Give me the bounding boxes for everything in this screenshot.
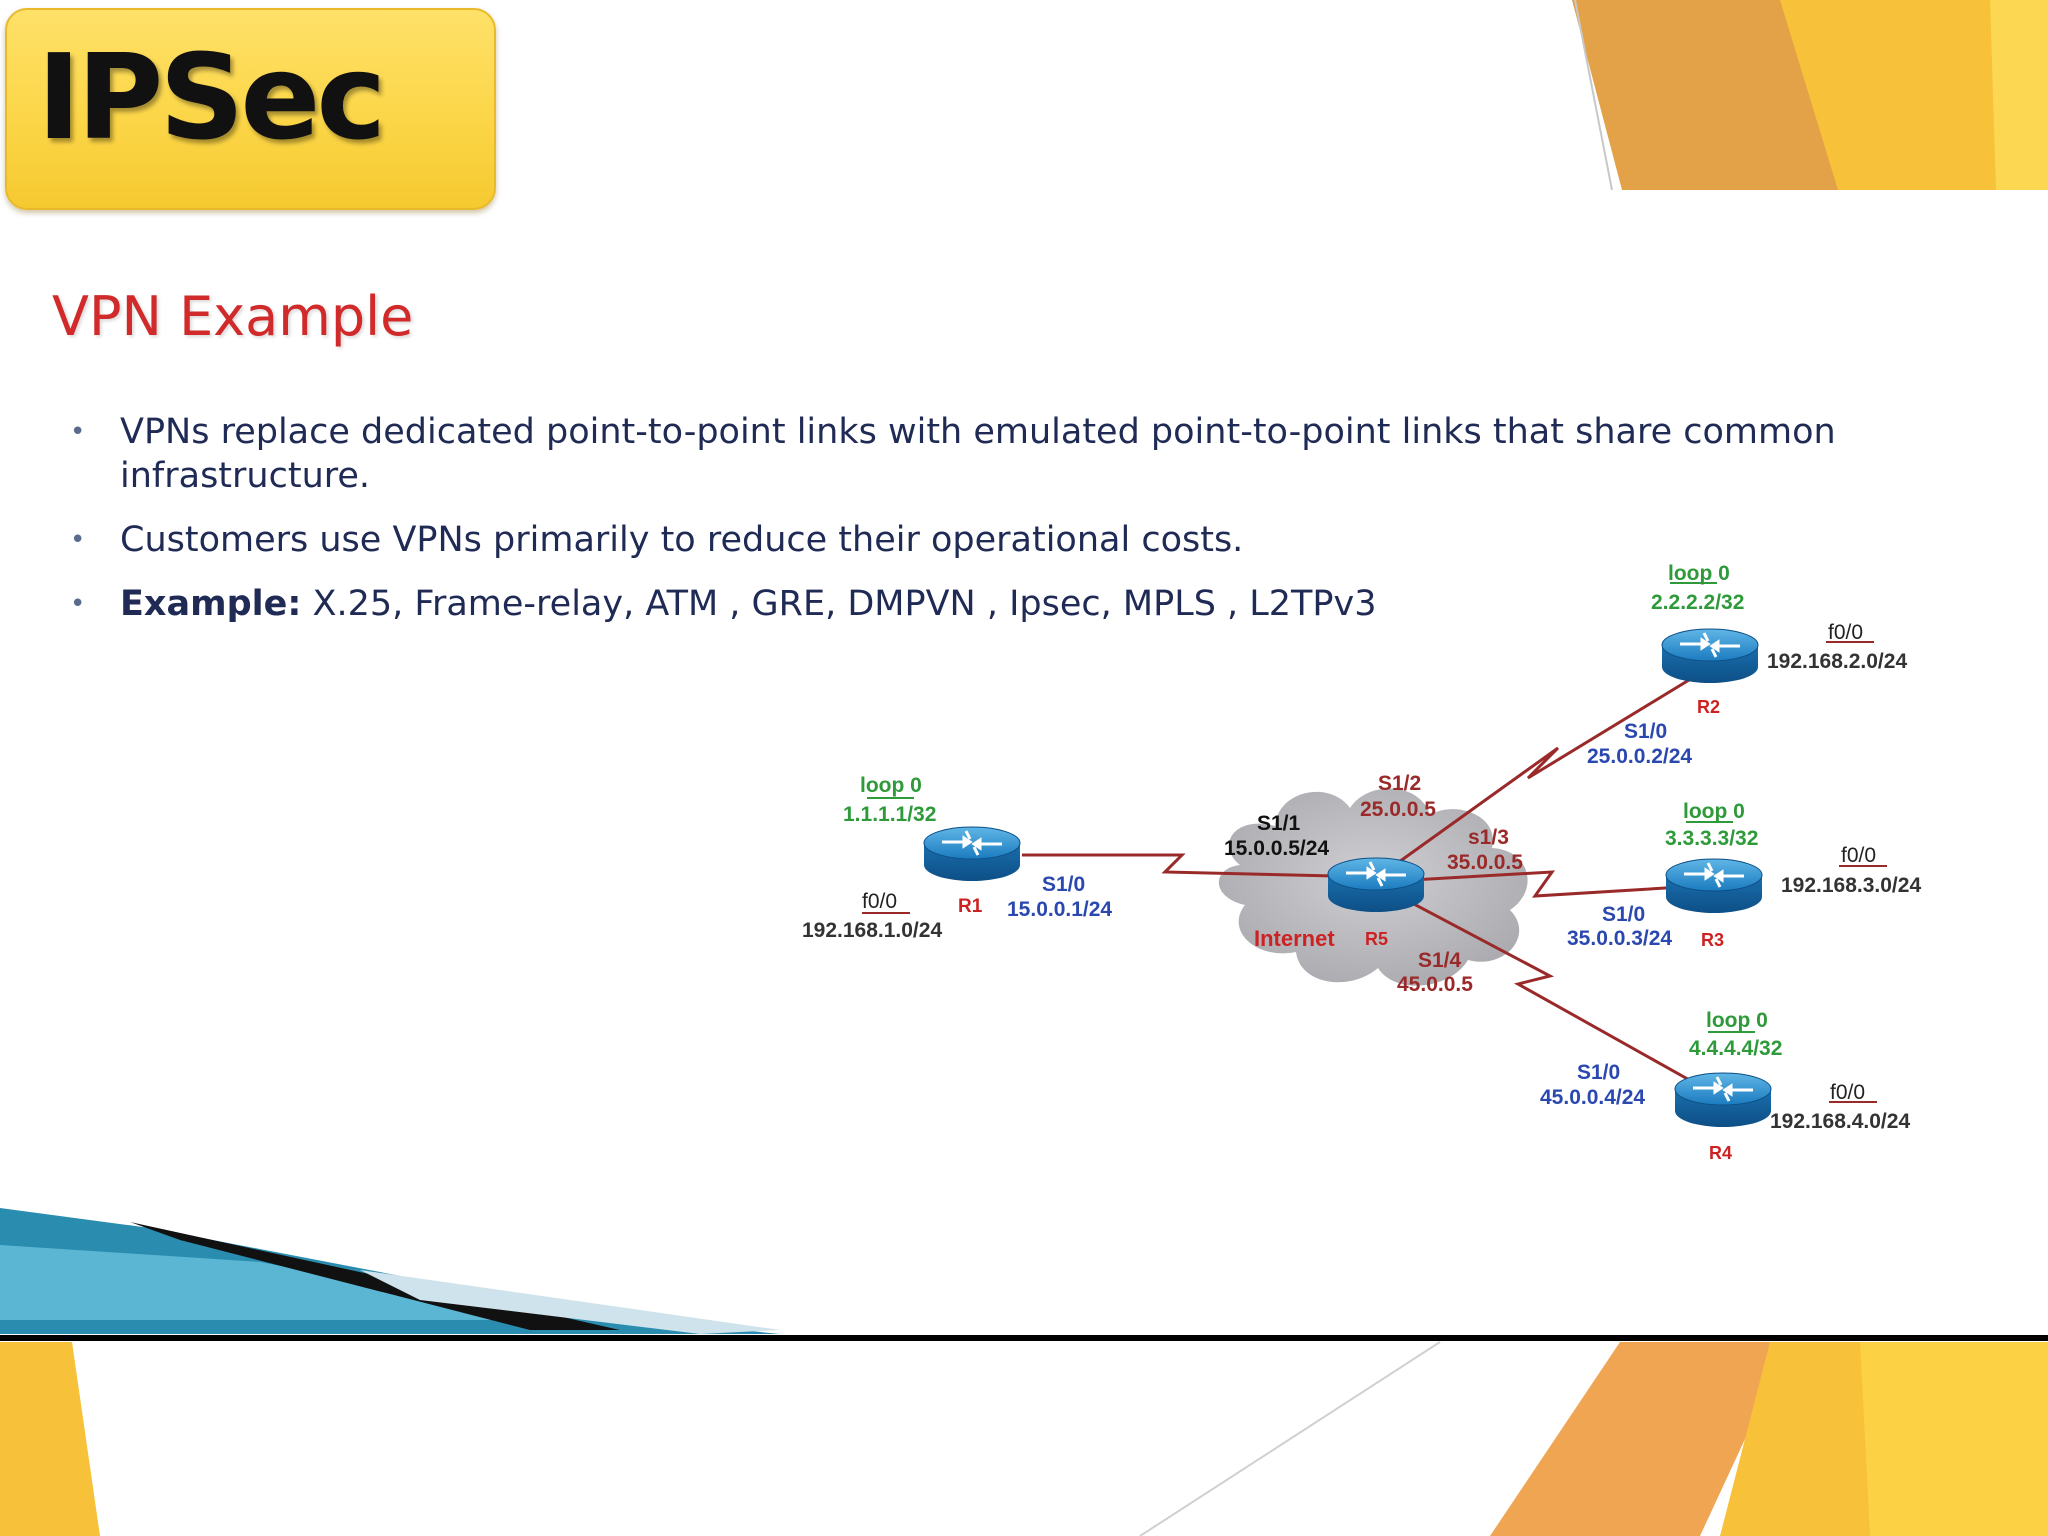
top-right-decoration [1572,0,2048,191]
section-heading: VPN Example [52,285,414,348]
serial-links [1022,664,1719,1098]
hub-s12-ip: 25.0.0.5 [1360,798,1436,821]
r4-lan-net: 192.168.4.0/24 [1770,1110,1910,1133]
bullet-item: • VPNs replace dedicated point-to-point … [62,410,1942,498]
r5-label: R5 [1365,929,1388,949]
r3-lan-if: f0/0 [1841,844,1876,867]
bullet-dot-icon: • [70,589,86,619]
r4-wan-if: S1/0 [1577,1061,1620,1084]
r2-lan-if: f0/0 [1828,621,1863,644]
router-r5 [1326,856,1426,914]
r2-lan-net: 192.168.2.0/24 [1767,650,1907,673]
bullet-dot-icon: • [70,417,86,447]
r2-wan-ip: 25.0.0.2/24 [1587,745,1692,768]
router-r2 [1660,627,1760,685]
r3-lan-net: 192.168.3.0/24 [1781,874,1921,897]
hub-s11-if: S1/1 [1257,812,1301,835]
bullet-text: Customers use VPNs primarily to reduce t… [120,520,1244,560]
bullet-list: • VPNs replace dedicated point-to-point … [62,410,1942,646]
r1-loop-label: loop 0 [860,774,922,797]
label-underlines [862,582,1887,1103]
r1-label: R1 [958,896,983,917]
r1-wan-ip: 15.0.0.1/24 [1007,898,1112,921]
bullet-item: • Customers use VPNs primarily to reduce… [62,518,1942,562]
cloud-label: Internet [1254,926,1335,951]
link-r5-r4 [1377,883,1719,1098]
bullet-text: X.25, Frame-relay, ATM , GRE, DMPVN , Ip… [301,584,1377,624]
r1-wan-if: S1/0 [1042,873,1085,896]
hub-s13-if: s1/3 [1468,826,1509,849]
link-r1-r5 [1022,853,1379,879]
slide-panel [0,190,2048,1341]
router-r3 [1664,857,1764,915]
bullet-dot-icon: • [70,525,86,555]
r3-loop-ip: 3.3.3.3/32 [1665,827,1758,850]
hub-s14-ip: 45.0.0.5 [1397,973,1473,996]
r4-loop-label: loop 0 [1706,1009,1768,1032]
r4-lan-if: f0/0 [1830,1081,1865,1104]
r3-loop-label: loop 0 [1683,800,1745,823]
router-r1 [922,825,1022,883]
r3-label: R3 [1701,930,1724,950]
hub-s12-if: S1/2 [1378,772,1421,795]
r1-lan-net: 192.168.1.0/24 [802,919,942,942]
bullet-prefix: Example: [120,584,302,624]
link-r5-r2 [1377,664,1713,879]
hub-s14-if: S1/4 [1418,949,1462,972]
r1-loop-ip: 1.1.1.1/32 [843,803,936,826]
r4-loop-ip: 4.4.4.4/32 [1689,1037,1782,1060]
router-r4 [1673,1071,1773,1129]
r2-loop-ip: 2.2.2.2/32 [1651,591,1744,614]
r1-lan-if: f0/0 [862,890,897,913]
r4-label: R4 [1709,1143,1732,1163]
hub-s13-ip: 35.0.0.5 [1447,851,1523,874]
hub-s11-ip: 15.0.0.5/24 [1224,837,1329,860]
r2-wan-if: S1/0 [1624,720,1667,743]
r2-label: R2 [1697,697,1720,717]
r3-wan-ip: 35.0.0.3/24 [1567,927,1672,950]
r3-wan-if: S1/0 [1602,903,1645,926]
title-banner: IPSec [5,8,496,210]
bullet-item: • Example: X.25, Frame-relay, ATM , GRE,… [62,582,1942,626]
r2-loop-label: loop 0 [1668,562,1730,585]
bullet-text: VPNs replace dedicated point-to-point li… [120,412,1836,496]
r4-wan-ip: 45.0.0.4/24 [1540,1086,1645,1109]
link-r5-r3 [1377,870,1716,898]
bottom-decoration [0,1341,2048,1536]
slide-title: IPSec [37,28,386,166]
